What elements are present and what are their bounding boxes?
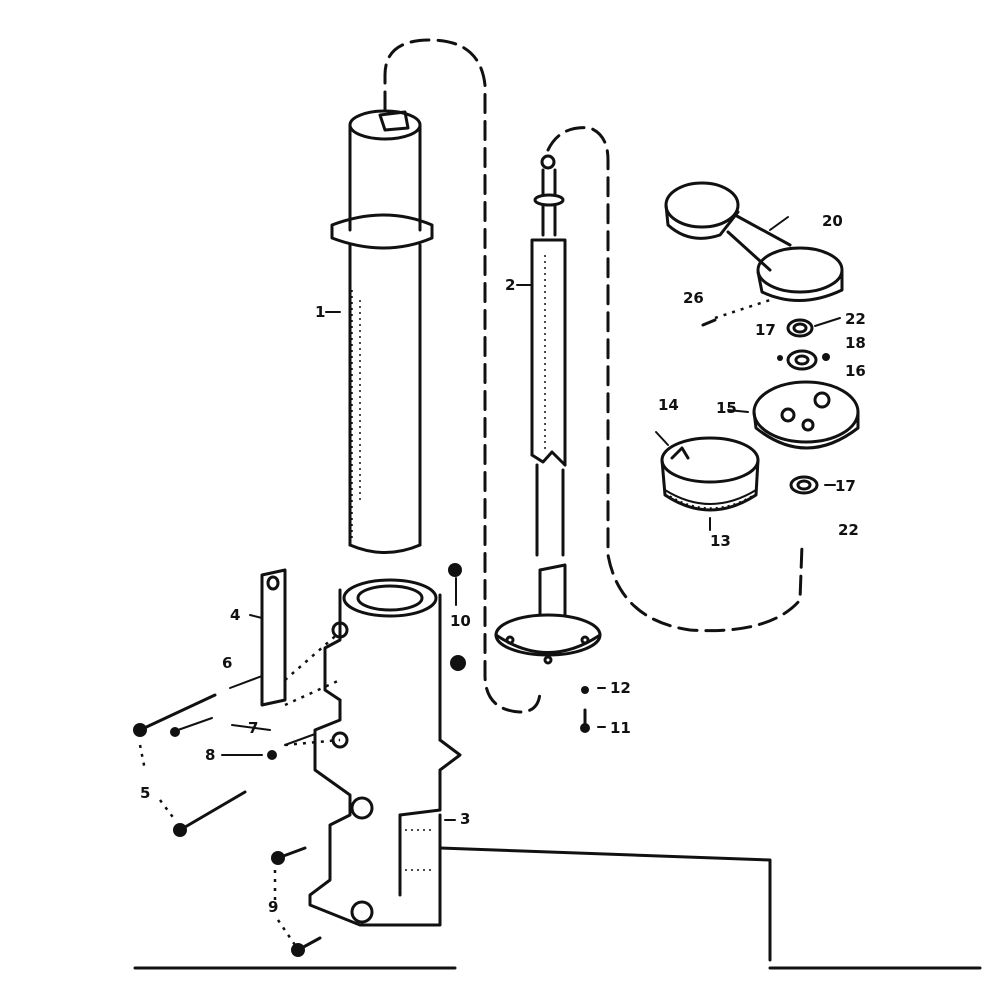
callout-18: 18: [845, 334, 866, 352]
assembly-guide-loop-1: [383, 38, 542, 714]
callout-12: 12: [610, 679, 631, 697]
drive-pin: [701, 318, 717, 327]
assembly-guide-loop-2: [546, 126, 804, 633]
callout-4: 4: [230, 606, 240, 624]
callout-6: 6: [222, 654, 232, 672]
callout-14: 14: [658, 396, 679, 414]
crank-handle: [664, 181, 844, 302]
callout-5: 5: [140, 784, 150, 802]
callout-7: 7: [248, 719, 258, 737]
callout-9: 9: [268, 898, 278, 916]
shaft-screws: [580, 686, 590, 733]
bolts-and-pins: [133, 631, 341, 957]
leader-lines: [221, 216, 841, 821]
hub-assembly: [752, 318, 860, 495]
callout-26: 26: [683, 289, 704, 307]
callout-1: 1: [315, 303, 325, 321]
callout-8: 8: [205, 746, 215, 764]
callout-13: 13: [710, 532, 731, 550]
callout-17-lower: 17: [835, 477, 856, 495]
lower-housing: [308, 578, 462, 927]
pin-guide: [714, 298, 771, 320]
callout-20: 20: [822, 212, 843, 230]
callout-16: 16: [845, 362, 866, 380]
column-shaft: [494, 154, 602, 665]
callout-17-upper: 17: [755, 321, 776, 339]
mounting-bracket: [260, 568, 287, 707]
callout-22-lower: 22: [838, 521, 859, 539]
base-line: [133, 846, 982, 970]
callout-2: 2: [505, 276, 515, 294]
callout-10: 10: [450, 612, 471, 630]
callout-15: 15: [716, 399, 737, 417]
callout-11: 11: [610, 719, 631, 737]
callout-3: 3: [460, 810, 470, 828]
nut-parts: [448, 563, 466, 671]
callout-22-upper: 22: [845, 310, 866, 328]
ring-gear: [660, 436, 760, 512]
column-tube: [330, 109, 434, 554]
